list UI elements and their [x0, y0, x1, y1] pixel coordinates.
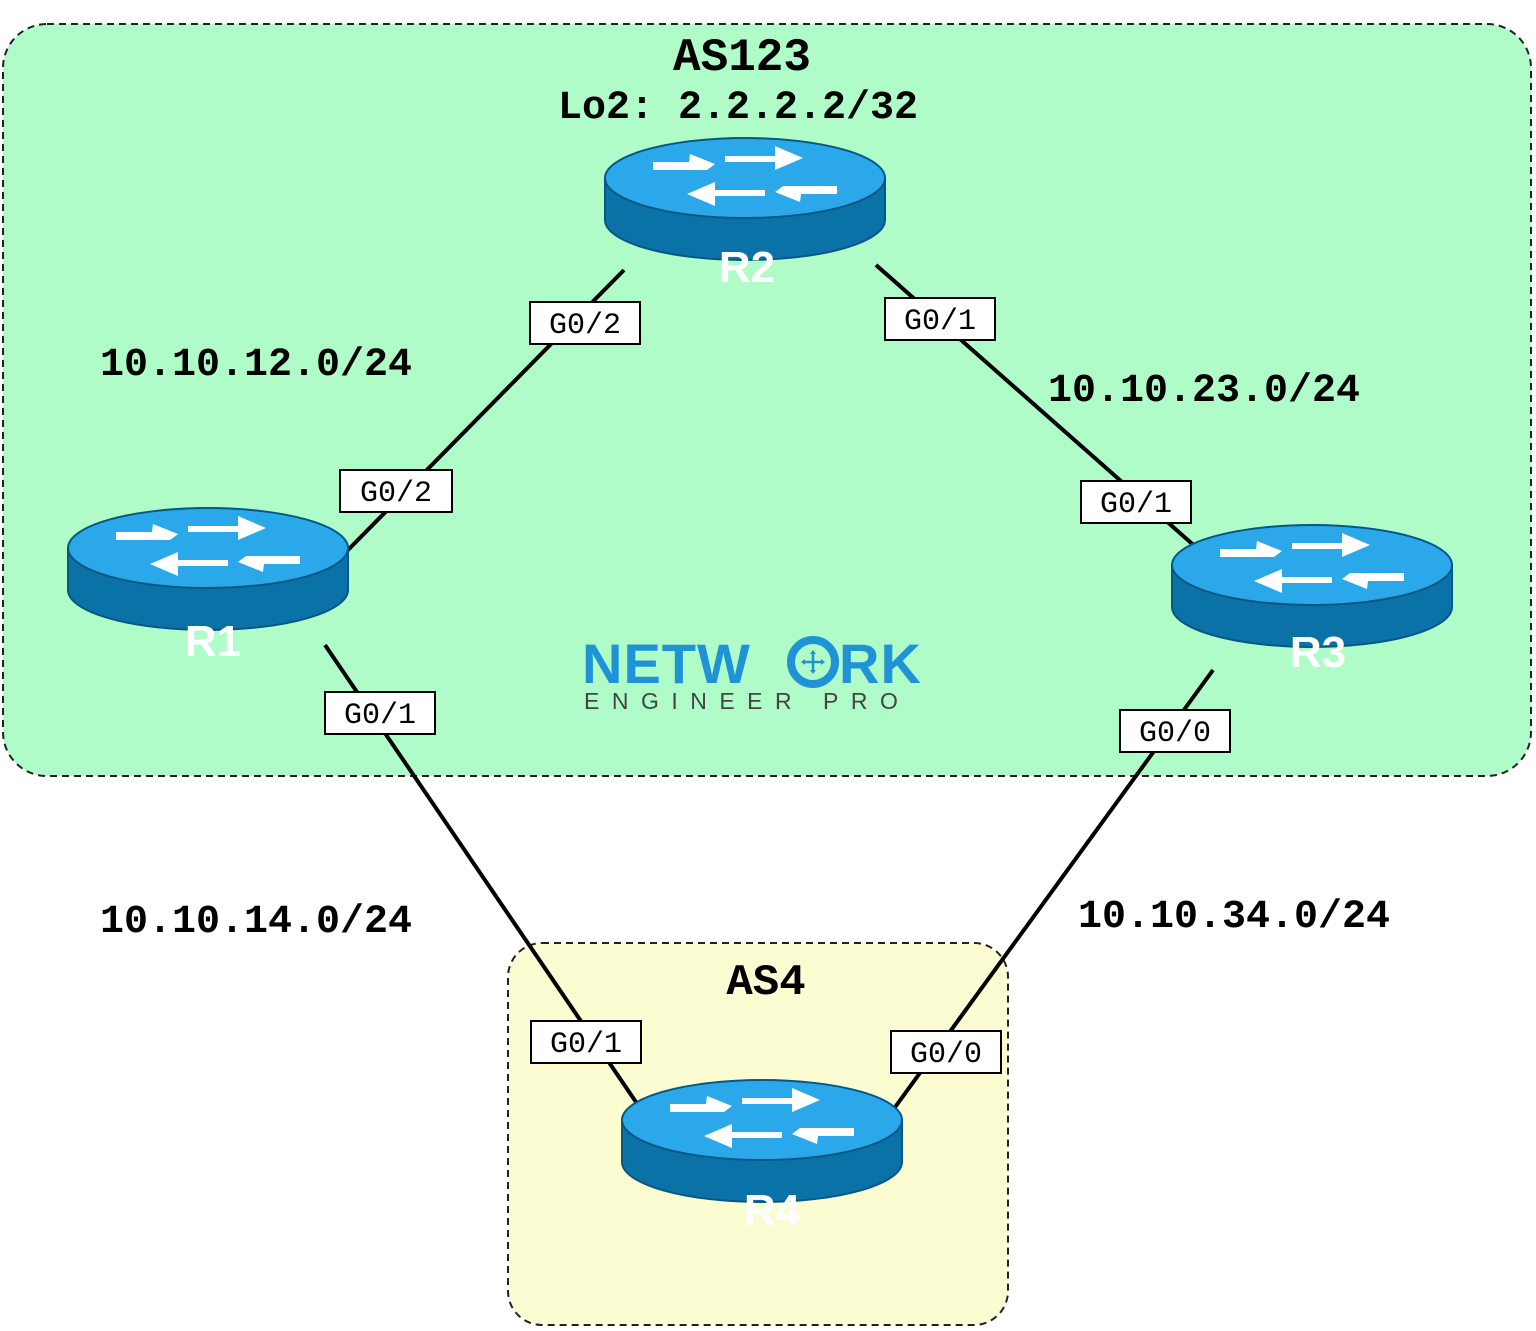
as123-area	[2, 23, 1532, 777]
router-r2[interactable]: R2	[604, 137, 886, 292]
network-engineer-pro-logo: NETW RK ENGINEER PRO	[582, 632, 922, 714]
as123-label: AS123	[673, 32, 811, 84]
router-r1-label: R1	[185, 617, 241, 666]
logo-tagline: ENGINEER PRO	[584, 688, 910, 714]
iface-r1-to-r2-text: G0/2	[360, 477, 432, 511]
iface-r2-to-r3: G0/1	[884, 297, 996, 341]
router-r3-label: R3	[1290, 628, 1346, 677]
iface-r1-to-r4-text: G0/1	[344, 699, 416, 733]
router-r1[interactable]: R1	[67, 507, 349, 666]
subnet-r1-r2: 10.10.12.0/24	[100, 343, 412, 388]
router-r3[interactable]: R3	[1171, 524, 1453, 677]
router-r2-label: R2	[719, 243, 775, 292]
iface-r4-to-r3: G0/0	[890, 1030, 1002, 1074]
iface-r4-to-r1: G0/1	[530, 1020, 642, 1064]
iface-r4-to-r1-text: G0/1	[550, 1028, 622, 1062]
router-r4-label: R4	[744, 1186, 801, 1235]
iface-r2-to-r3-text: G0/1	[904, 305, 976, 339]
iface-r1-to-r4: G0/1	[324, 691, 436, 735]
router-cross-icon	[787, 636, 839, 688]
subnet-r3-r4: 10.10.34.0/24	[1078, 895, 1390, 940]
router-r4[interactable]: R4	[621, 1079, 903, 1235]
iface-r3-to-r2-text: G0/1	[1100, 488, 1172, 522]
iface-r2-to-r1-text: G0/2	[549, 309, 621, 343]
as4-label: AS4	[726, 958, 805, 1008]
iface-r3-to-r2: G0/1	[1080, 480, 1192, 524]
loopback-label: Lo2: 2.2.2.2/32	[558, 86, 918, 131]
iface-r3-to-r4-text: G0/0	[1139, 717, 1211, 751]
subnet-r2-r3: 10.10.23.0/24	[1048, 369, 1360, 414]
iface-r1-to-r2: G0/2	[339, 469, 453, 513]
iface-r4-to-r3-text: G0/0	[910, 1038, 982, 1072]
iface-r2-to-r1: G0/2	[529, 301, 641, 345]
logo-word-a: NETW	[582, 632, 751, 695]
logo-word-b: RK	[839, 632, 922, 695]
iface-r3-to-r4: G0/0	[1119, 709, 1231, 753]
subnet-r1-r4: 10.10.14.0/24	[100, 900, 412, 945]
